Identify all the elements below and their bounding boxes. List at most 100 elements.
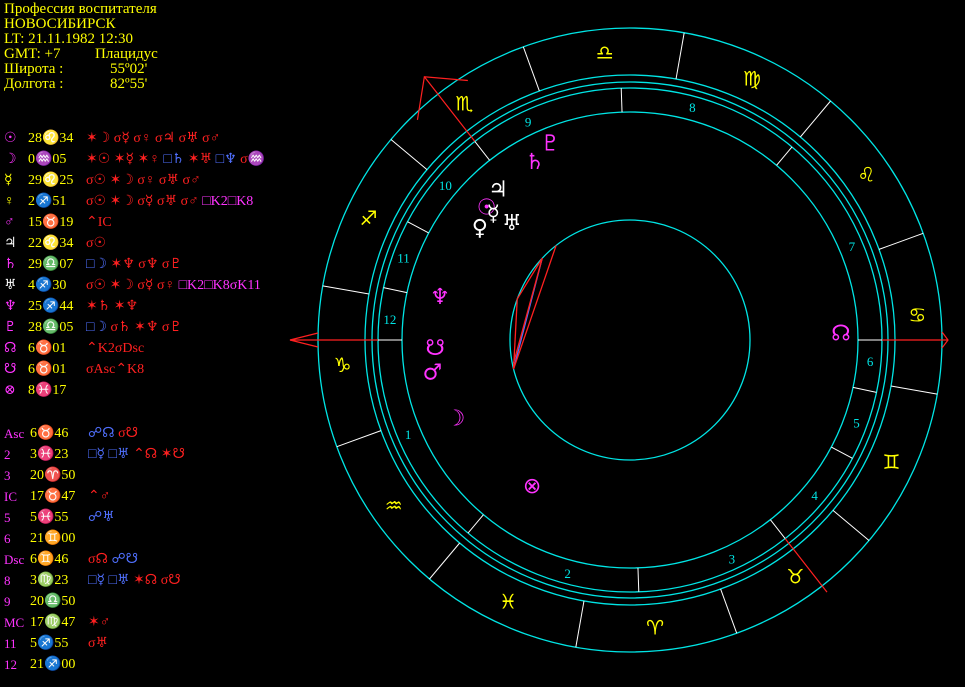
planet-glyph: ♅ [502,211,522,236]
aspect-segment: σ☉ ✶☽ σ☿ σ♀ [86,278,179,293]
house-number: 9 [525,115,532,130]
planet-glyphs: ♄♇☉♃♀☿♅♆☋♂☽☊⊗ [423,132,851,500]
planet-glyph: ☉ [477,195,497,220]
house-row: MC 17♍47 ✶♂ [4,612,185,633]
gmt-offset: GMT: +7 [4,46,61,62]
aspect-segment: ✶☽ σ☿ [86,131,134,146]
planet-glyph: ☿ [486,201,500,226]
house-number: 8 [689,100,696,115]
ascendant-arrow [289,332,319,348]
aspect-segment: σ☉ ✶☽ σ☿ σ♅ σ♂ [86,194,203,209]
house-label: MC [4,615,25,630]
planet-glyph: ♅ [4,278,17,293]
house-position: 5♓55 [30,510,69,525]
planet-aspects: □☽ σ♄ ✶♆ σ♇ [86,317,182,338]
house-number: 6 [867,354,874,369]
house-divider [620,88,623,113]
planet-row: ♄29♎07□☽ ✶♆ σ♆ σ♇ [4,254,265,275]
aspect-segment: σ☊ [88,552,112,567]
ic-axis [784,538,828,593]
house-position: 6♉46 [30,426,69,441]
planet-glyph: ♃ [4,236,17,251]
sign-divider [322,285,370,295]
house-position: 3♍23 [30,573,69,588]
planet-position: 15♉19 [28,215,74,230]
wheel-ring [371,81,889,599]
house-number: 2 [564,566,571,581]
wheel-ring [509,219,751,461]
planet-position: 6♉01 [28,341,67,356]
house-number: 4 [811,488,818,503]
planet-aspects: ✶☽ σ☿ σ♀ σ♃ σ♅ σ♂ [86,128,220,149]
longitude-label: Долгота : [4,76,64,92]
house-aspects: ✶♂ [88,612,110,633]
house-divider [474,141,491,161]
longitude-value: 82º55' [110,76,148,92]
house-label: 6 [4,531,11,546]
aspect-segment: □♆ [215,152,241,167]
house-label: 2 [4,447,11,462]
descendant-mark [941,331,949,349]
planet-aspects: ⌃IC [86,212,112,233]
house-number: 5 [853,415,860,430]
house-label: 12 [4,657,17,672]
planet-position: 29♌25 [28,173,74,188]
planet-row: ♃ 22♌34 σ☉ [4,233,265,254]
house-aspects: □☿ □♅ ⌃☊ ✶☋ [88,444,185,465]
planet-row: ♂ 15♉19 ⌃IC [4,212,265,233]
house-system: Плацидус [95,46,158,62]
zodiac-dividers [322,32,938,648]
house-position: 6♊46 [30,552,69,567]
house-aspects: ⌃♂ [88,486,110,507]
aspect-segment: □K2□K8 [202,194,254,209]
house-number: 3 [729,551,736,566]
aspect-segment: ☍☋ [111,552,139,567]
house-position: 17♍47 [30,615,76,630]
planet-glyph: ♂ [4,215,15,230]
sign-divider [575,600,585,648]
planet-glyph: ♇ [4,320,17,335]
planet-glyph: ♄ [525,150,545,175]
planet-glyph: ♀ [472,216,488,241]
planet-aspects: ✶♄ ✶♆ [86,296,138,317]
house-position: 20♈50 [30,468,76,483]
planet-position: 22♌34 [28,236,74,251]
mc-arrow [416,76,468,120]
chart-info-panel: Профессия воспитателя НОВОСИБИРСК LT: 21… [4,2,158,92]
house-divider [769,519,786,539]
planet-row: ♆25♐44✶♄ ✶♆ [4,296,265,317]
sign-divider [675,32,685,80]
mc-axis [423,76,476,142]
aspect-segment: □K2□K8σK11 [178,278,261,293]
house-divider [637,567,640,592]
planet-aspects: σ☉ ✶☽ σ☿ σ♀ □K2□K8σK11 [86,275,261,296]
planet-glyph: ☊ [831,322,851,347]
planet-positions-table: ☉28♌34✶☽ σ☿ σ♀ σ♃ σ♅ σ♂☽0♒05✶☉ ✶☿ ✶♀ □♄ … [4,128,265,401]
zodiac-sign-glyph: ♋ [908,303,926,327]
sign-divider [390,139,428,171]
planet-glyph: ♂ [423,360,443,385]
planet-aspects: σ☉ [86,233,106,254]
planet-glyph: ♃ [488,177,508,202]
zodiac-sign-glyph: ♏ [456,92,474,116]
planet-glyph: ☊ [4,341,17,356]
zodiac-sign-glyph: ♉ [787,564,805,588]
planet-glyph: ⊗ [4,383,16,398]
aspect-segment: ☍♅ [88,510,115,525]
aspect-segment: □♄ [163,152,188,167]
planet-aspects: σ☉ ✶☽ σ☿ σ♅ σ♂ □K2□K8 [86,191,253,212]
planet-glyph: ☉ [4,131,17,146]
aspect-segment: σAsc⌃K8 [86,362,145,377]
planet-row: ♇28♎05□☽ σ♄ ✶♆ σ♇ [4,317,265,338]
aspect-line [512,298,518,370]
house-aspects: ☍♅ [88,507,115,528]
planet-aspects: □☽ ✶♆ σ♆ σ♇ [86,254,182,275]
planet-glyph: ☿ [4,173,13,188]
